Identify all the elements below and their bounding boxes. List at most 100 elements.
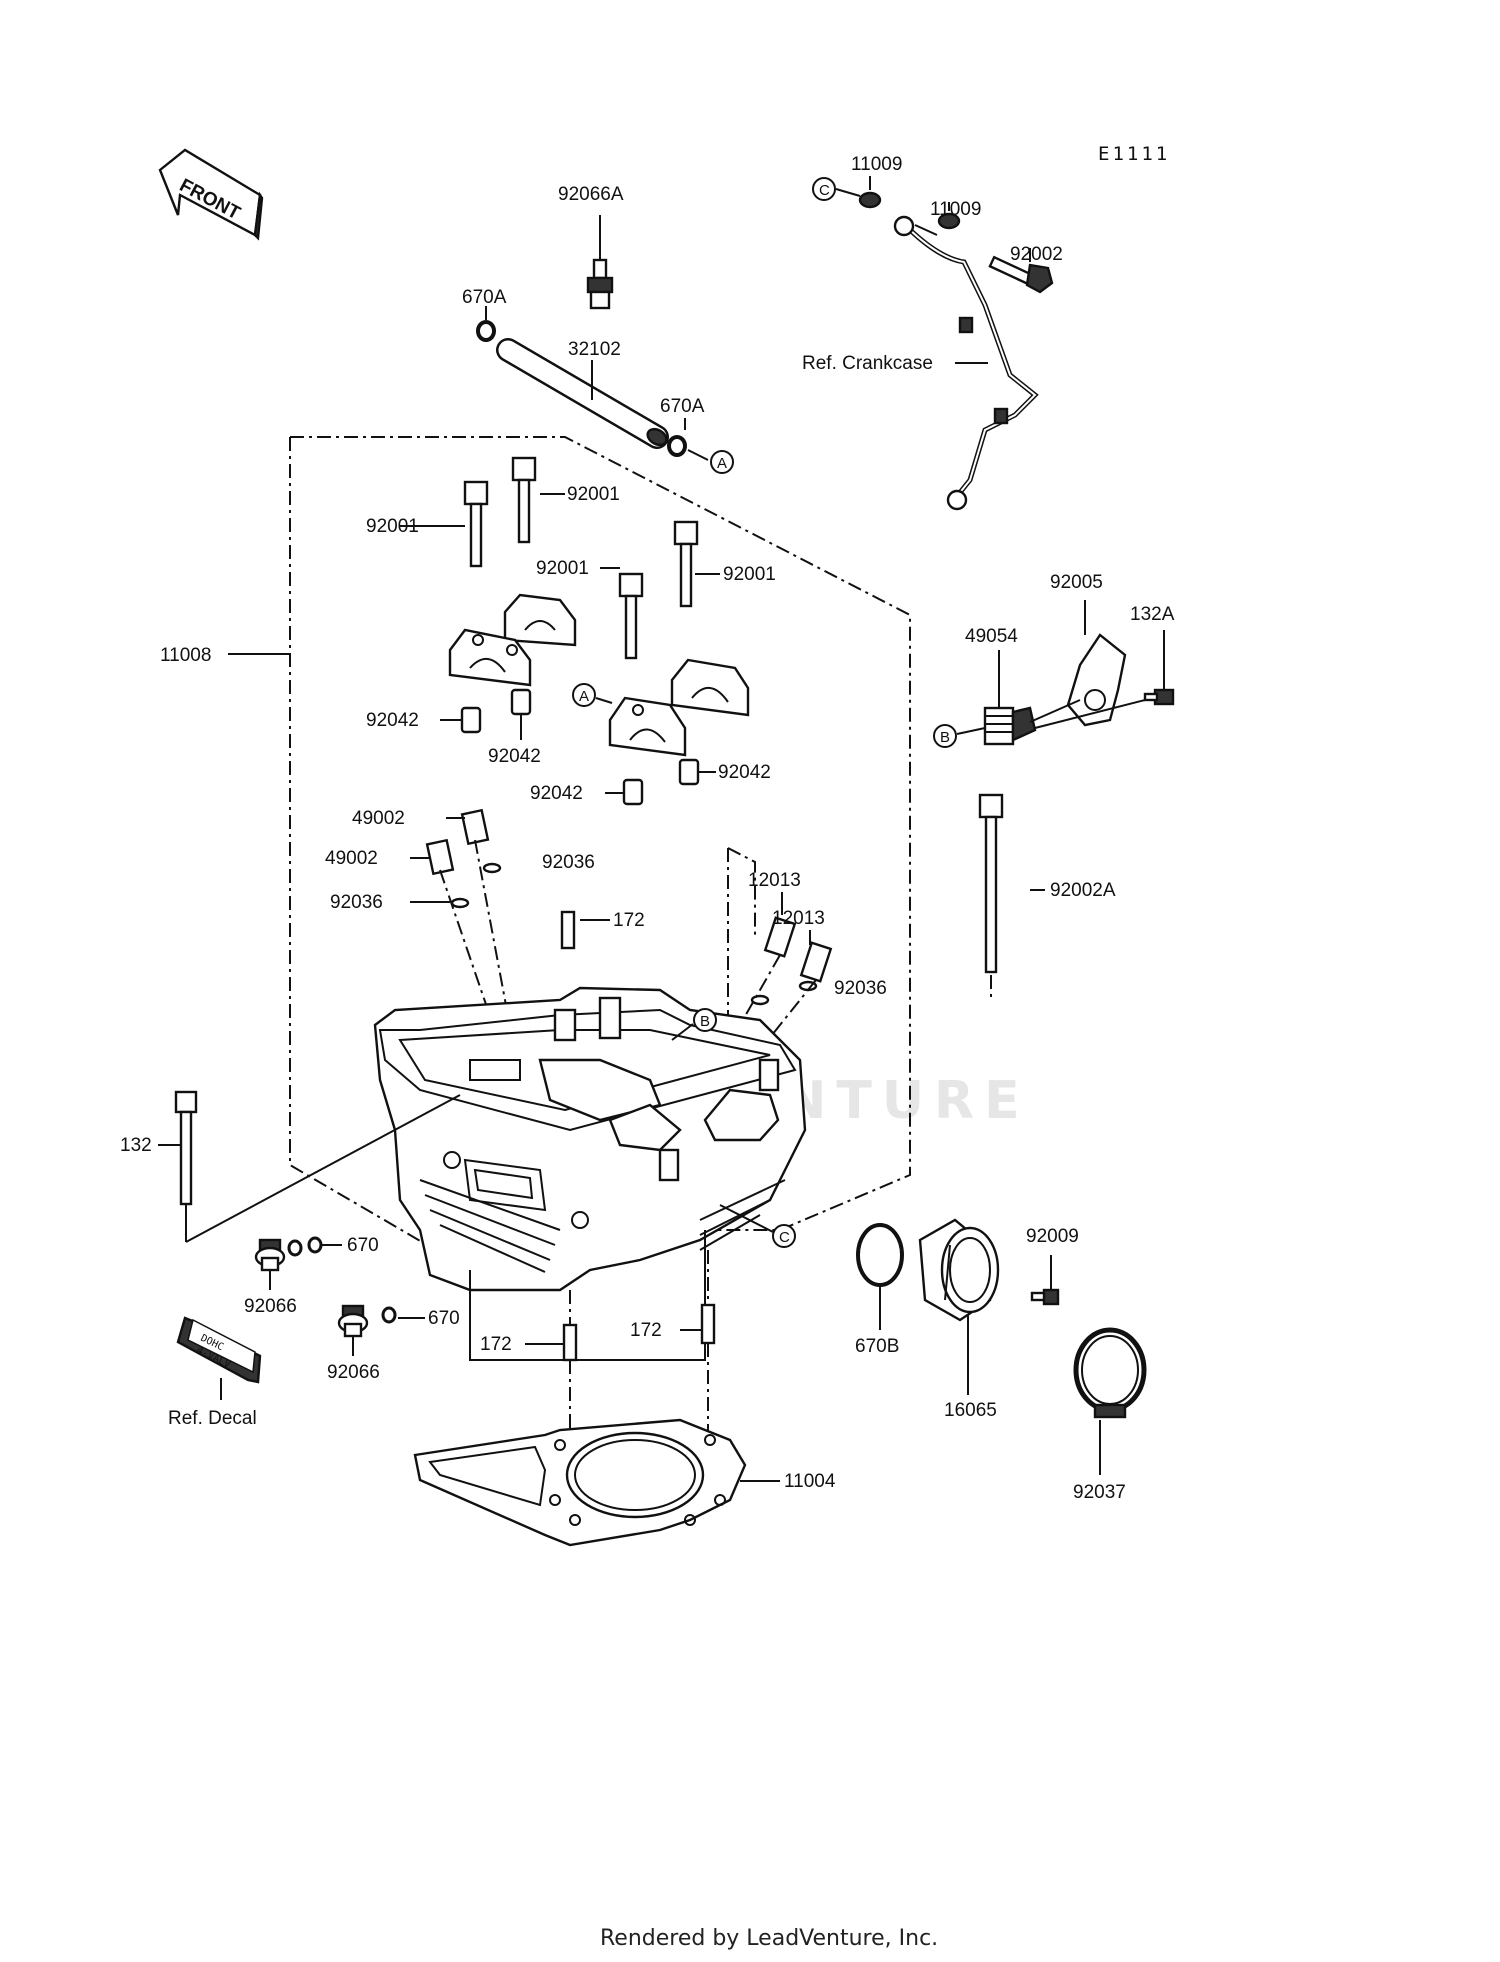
ref-marker-a-mid-label: A	[579, 688, 589, 705]
bolt-92001-c	[618, 572, 644, 660]
label-670A-b: 670A	[660, 396, 705, 417]
label-670-b: 670	[428, 1308, 460, 1329]
label-92001-d: 92001	[723, 564, 776, 585]
ref-marker-b-right-label: B	[940, 729, 950, 746]
stud-172-c	[700, 1303, 716, 1345]
bolt-92001-a	[463, 480, 489, 568]
label-172-b: 172	[480, 1334, 512, 1355]
bolt-92001-d	[673, 520, 699, 608]
label-11004: 11004	[784, 1471, 836, 1492]
label-49002-b: 49002	[325, 848, 378, 869]
bolt-92002	[988, 255, 1054, 294]
camshaft-cap-2	[448, 628, 532, 687]
label-92042-d: 92042	[530, 783, 583, 804]
label-92066-b: 92066	[327, 1362, 380, 1383]
label-92036-b: 92036	[330, 892, 383, 913]
ref-marker-c-head-label: C	[779, 1229, 790, 1246]
ref-marker-a-mid	[572, 683, 596, 707]
dowel-92042-b	[510, 688, 532, 716]
label-92036-a: 92036	[542, 852, 595, 873]
valve-guide-12013-a	[763, 916, 797, 958]
plug-92066-b	[337, 1304, 369, 1338]
bolt-92002A	[978, 793, 1004, 974]
cover-92005	[1066, 633, 1127, 727]
dowel-92042-a	[460, 706, 482, 734]
valve-guide-12013-b	[799, 941, 833, 983]
dowel-92042-c	[678, 758, 700, 786]
label-92001-c: 92001	[536, 558, 589, 579]
label-92005: 92005	[1050, 572, 1103, 593]
label-92066-a: 92066	[244, 1296, 297, 1317]
washer-11009-a	[858, 191, 882, 209]
label-670A-a: 670A	[462, 287, 507, 308]
label-12013-a: 12013	[748, 870, 801, 891]
thermostat-49054	[983, 706, 1037, 746]
label-92036-c: 92036	[834, 978, 887, 999]
label-670-a: 670	[347, 1235, 379, 1256]
ref-marker-b-head-label: B	[700, 1013, 710, 1030]
oring-92036-a	[482, 862, 502, 874]
ref-crankcase: Ref. Crankcase	[802, 353, 933, 374]
ref-marker-c-top-label: C	[819, 182, 830, 199]
ref-marker-a-top-label: A	[717, 455, 727, 472]
label-32102: 32102	[568, 339, 621, 360]
label-11009-b: 11009	[930, 199, 981, 220]
dowel-92042-d	[622, 778, 644, 806]
label-92001-a: 92001	[366, 516, 419, 537]
oring-670-a	[287, 1239, 303, 1257]
carburetor-holder-16065	[918, 1218, 1000, 1322]
ref-marker-b-head	[693, 1008, 717, 1032]
oil-pipe-assembly: C	[812, 176, 1054, 511]
footer-credit: Rendered by LeadVenture, Inc.	[600, 1926, 938, 1951]
camshaft-cap-4	[608, 696, 687, 757]
screw-92009	[1030, 1288, 1060, 1306]
label-92009: 92009	[1026, 1226, 1079, 1247]
pipe-32102	[496, 338, 669, 449]
camshaft-cap-3	[670, 658, 750, 717]
label-11009-a: 11009	[851, 154, 902, 175]
decal: DOHC 4-VALV	[176, 1316, 262, 1384]
label-92042-a: 92042	[366, 710, 419, 731]
label-132: 132	[120, 1135, 152, 1156]
front-arrow-icon: FRONT	[158, 148, 264, 241]
ref-decal: Ref. Decal	[168, 1408, 257, 1429]
oring-670-b	[381, 1306, 397, 1324]
sensor-92066A	[586, 215, 614, 310]
label-49002-a: 49002	[352, 808, 405, 829]
label-92042-b: 92042	[488, 746, 541, 767]
oring-92036-c1	[750, 994, 770, 1006]
ref-marker-a-top	[710, 450, 734, 474]
stud-172-b	[562, 1323, 578, 1362]
label-49054: 49054	[965, 626, 1018, 647]
hose-clamp-92037	[1073, 1327, 1147, 1419]
oring-92036-b	[450, 897, 470, 909]
label-172-c: 172	[630, 1320, 662, 1341]
bolt-132A	[1143, 688, 1175, 706]
head-gasket-11004	[413, 1418, 747, 1547]
oring-670B	[856, 1223, 904, 1287]
label-92001-b: 92001	[567, 484, 620, 505]
bolt-132	[174, 1090, 198, 1206]
label-16065: 16065	[944, 1400, 997, 1421]
stud-172-a	[560, 910, 576, 950]
assembly-boundary	[290, 436, 911, 1231]
bolt-92001-b	[511, 456, 537, 544]
label-92042-c: 92042	[718, 762, 771, 783]
oring-670A-b	[667, 435, 687, 457]
label-92002A: 92002A	[1050, 880, 1116, 901]
label-11008: 11008	[160, 645, 211, 666]
label-670B: 670B	[855, 1336, 899, 1357]
label-92002: 92002	[1010, 244, 1063, 265]
ref-marker-b-right	[933, 724, 957, 748]
diagram-code: E1111	[1098, 143, 1170, 165]
label-92037: 92037	[1073, 1482, 1126, 1503]
label-92066A: 92066A	[558, 184, 624, 205]
cylinder-head-11008	[373, 986, 807, 1292]
washer-11009-b	[937, 212, 961, 230]
ref-marker-c-top	[812, 177, 836, 201]
label-172-a: 172	[613, 910, 645, 931]
label-132A: 132A	[1130, 604, 1175, 625]
ref-marker-c-head	[772, 1224, 796, 1248]
